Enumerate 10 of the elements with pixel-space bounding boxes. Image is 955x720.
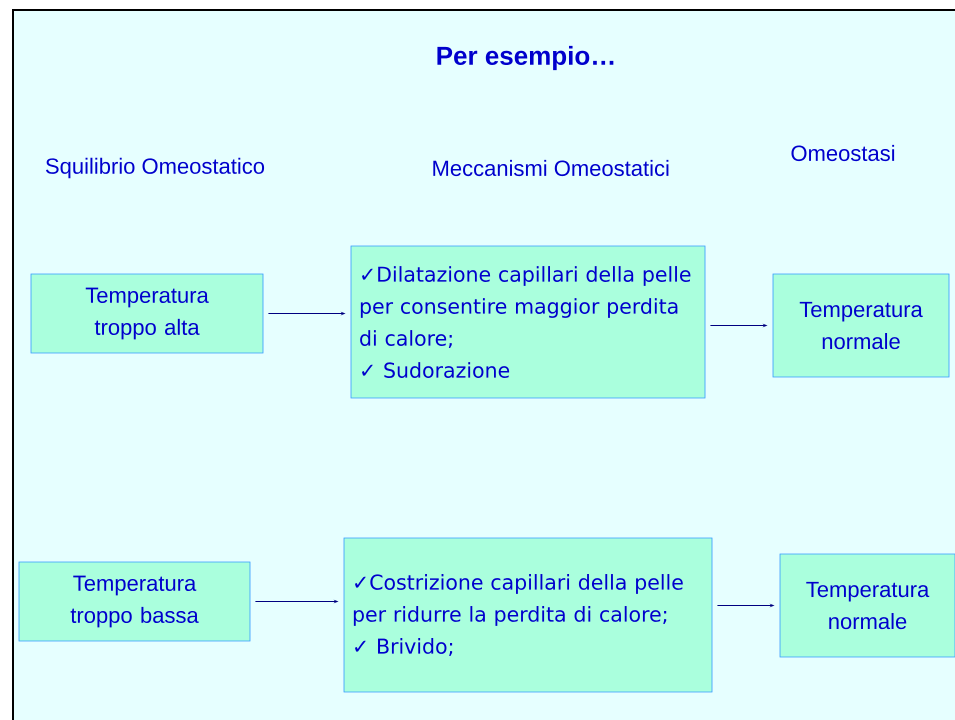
step-box: ✓Costrizione capillari della pelle per ridurre la perdita di calore; ✓ Brivido; <box>344 538 712 692</box>
column-heading: Meccanismi Omeostatici <box>433 160 668 176</box>
state-box: Temperatura troppo alta <box>30 274 264 354</box>
column-heading: Squilibrio Omeostatico <box>46 158 264 178</box>
column-heading: Omeostasi <box>791 144 894 162</box>
state-box: Temperatura normale <box>772 274 950 378</box>
state-box: Temperatura troppo bassa <box>18 562 250 642</box>
title: Per esempio… <box>437 46 614 70</box>
state-box: Temperatura normale <box>780 554 955 658</box>
step-box: ✓Dilatazione capillari della pelle per consentire maggior perdita di calore; ✓ Sudorazione <box>350 246 706 398</box>
